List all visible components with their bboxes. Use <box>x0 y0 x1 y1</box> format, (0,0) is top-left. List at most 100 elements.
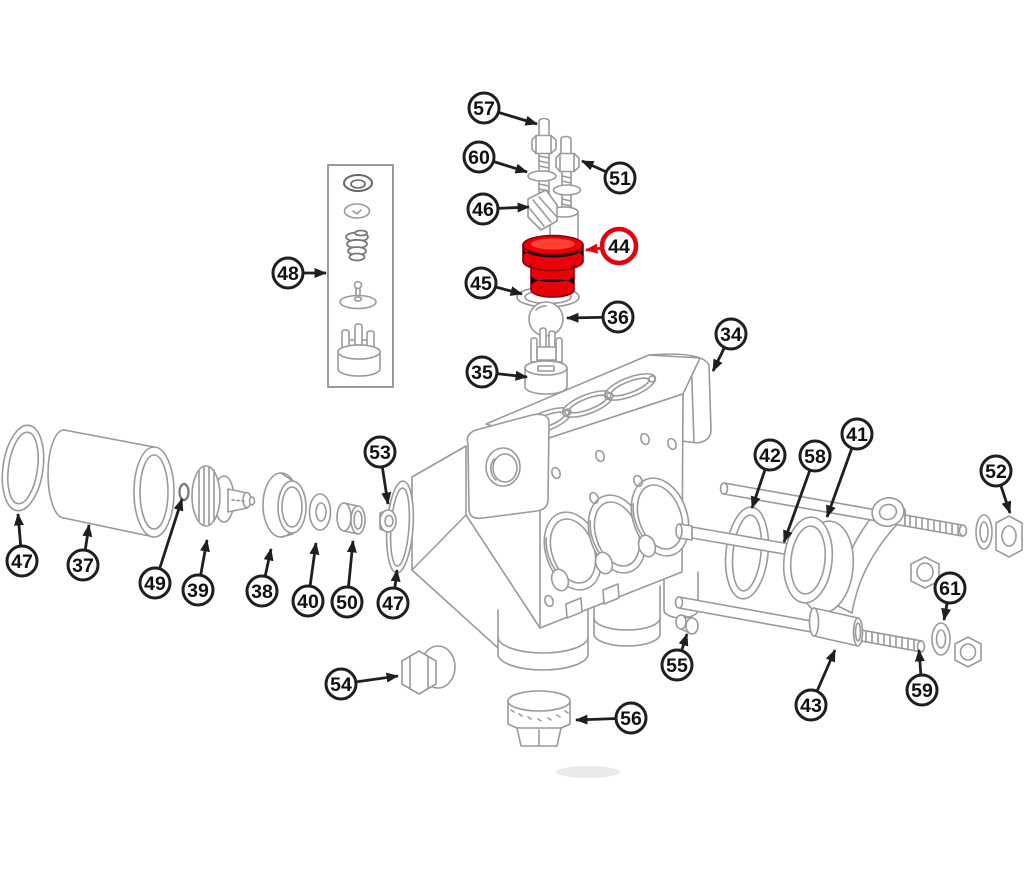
part-piston-39 <box>191 465 256 527</box>
part-kit-48 <box>327 164 394 388</box>
callout-38: 38 <box>245 548 279 608</box>
callout-number-37: 37 <box>72 555 94 577</box>
part-washer-61 <box>931 622 951 656</box>
callout-number-44: 44 <box>608 236 630 258</box>
callout-45: 45 <box>464 266 523 300</box>
callout-circle-61 <box>933 571 967 605</box>
part-valve-body <box>411 353 712 671</box>
callout-41: 41 <box>825 417 874 518</box>
callout-number-57: 57 <box>473 98 495 120</box>
callout-55: 55 <box>660 633 694 682</box>
part-oring-47-right <box>385 480 415 574</box>
callout-number-45: 45 <box>470 273 492 295</box>
part-cap-44-highlighted <box>522 234 584 298</box>
part-plug-54 <box>401 645 456 695</box>
callout-52: 52 <box>979 454 1013 514</box>
callout-number-55: 55 <box>666 655 688 677</box>
callout-circle-58 <box>798 439 832 473</box>
part-rod-bottom-59 <box>674 596 926 653</box>
callout-46: 46 <box>466 192 530 226</box>
callout-60: 60 <box>462 140 528 174</box>
callout-number-38: 38 <box>251 581 273 603</box>
callout-61: 61 <box>933 571 967 621</box>
callout-circle-43 <box>794 688 828 722</box>
callout-circle-36 <box>601 300 635 334</box>
callout-57: 57 <box>467 91 538 126</box>
callout-circle-52 <box>979 454 1013 488</box>
callout-number-42: 42 <box>759 445 781 467</box>
callout-circle-48 <box>271 256 305 290</box>
callout-circle-46 <box>466 192 500 226</box>
callout-number-56: 56 <box>620 708 642 730</box>
callout-number-54: 54 <box>330 674 352 696</box>
callout-number-49: 49 <box>144 573 166 595</box>
callout-50: 50 <box>330 540 364 619</box>
callouts: 57 60 46 51 44 45 36 48 35 34 53 47 37 49 39 38 40 50 47 42… <box>5 91 1013 735</box>
part-bracket-43-ring <box>871 497 905 527</box>
callout-number-40: 40 <box>297 591 319 613</box>
callout-circle-55 <box>660 648 694 682</box>
callout-43: 43 <box>794 649 837 722</box>
part-valve-piston-46-assembly <box>527 117 582 247</box>
callout-34: 34 <box>711 317 748 372</box>
part-nut-52 <box>995 515 1023 558</box>
part-ball-36 <box>528 301 564 337</box>
callout-number-36: 36 <box>607 307 629 329</box>
callout-number-51: 51 <box>609 168 631 190</box>
callout-circle-39 <box>181 573 215 607</box>
part-cap-56 <box>507 690 571 747</box>
callout-number-46: 46 <box>472 199 494 221</box>
callout-circle-38 <box>245 574 279 608</box>
callout-number-43: 43 <box>800 695 822 717</box>
callout-44: 44 <box>585 226 639 266</box>
part-washer-52 <box>975 514 993 550</box>
part-rod-top-41 <box>719 482 968 537</box>
callout-circle-50 <box>330 585 364 619</box>
callout-number-39: 39 <box>187 580 209 602</box>
callout-47-right: 47 <box>376 569 410 620</box>
callout-circle-35 <box>465 355 499 389</box>
part-cup-38 <box>262 472 307 538</box>
callout-circle-41 <box>840 417 874 451</box>
line-art <box>1 117 1023 778</box>
callout-circle-59 <box>905 673 939 707</box>
callout-circle-47-right <box>376 586 410 620</box>
callout-56: 56 <box>575 701 648 735</box>
callout-53: 53 <box>363 435 397 505</box>
callout-circle-60 <box>462 140 496 174</box>
callout-number-61: 61 <box>939 578 961 600</box>
callout-number-47-right: 47 <box>382 593 404 615</box>
callout-35: 35 <box>465 355 528 389</box>
callout-circle-47-left <box>5 544 39 578</box>
callout-51: 51 <box>581 159 637 195</box>
callout-58: 58 <box>782 439 832 543</box>
part-washer-40 <box>308 493 332 531</box>
callout-number-52: 52 <box>985 461 1007 483</box>
part-piston-cup-41 <box>782 516 855 614</box>
callout-48: 48 <box>271 256 327 290</box>
callout-circle-34 <box>714 317 748 351</box>
callout-circle-49 <box>138 566 172 600</box>
callout-40: 40 <box>291 542 325 618</box>
callout-circle-54 <box>324 667 358 701</box>
callout-number-35: 35 <box>471 362 493 384</box>
callout-number-41: 41 <box>846 424 868 446</box>
callout-circle-37 <box>66 548 100 582</box>
callout-number-34: 34 <box>720 324 742 346</box>
callout-54: 54 <box>324 667 399 701</box>
callout-circle-51 <box>603 161 637 195</box>
callout-36: 36 <box>566 300 635 334</box>
callout-47-left: 47 <box>5 513 39 578</box>
callout-number-53: 53 <box>369 442 391 464</box>
part-fitting-55 <box>675 614 699 635</box>
part-clip-49 <box>178 482 190 502</box>
callout-49: 49 <box>138 498 184 600</box>
callout-circle-57 <box>467 91 501 125</box>
callout-circle-53 <box>363 435 397 469</box>
callout-59: 59 <box>905 649 939 707</box>
callout-circle-42 <box>753 438 787 472</box>
callout-number-47-left: 47 <box>11 551 33 573</box>
part-oring-47-left <box>1 424 45 512</box>
